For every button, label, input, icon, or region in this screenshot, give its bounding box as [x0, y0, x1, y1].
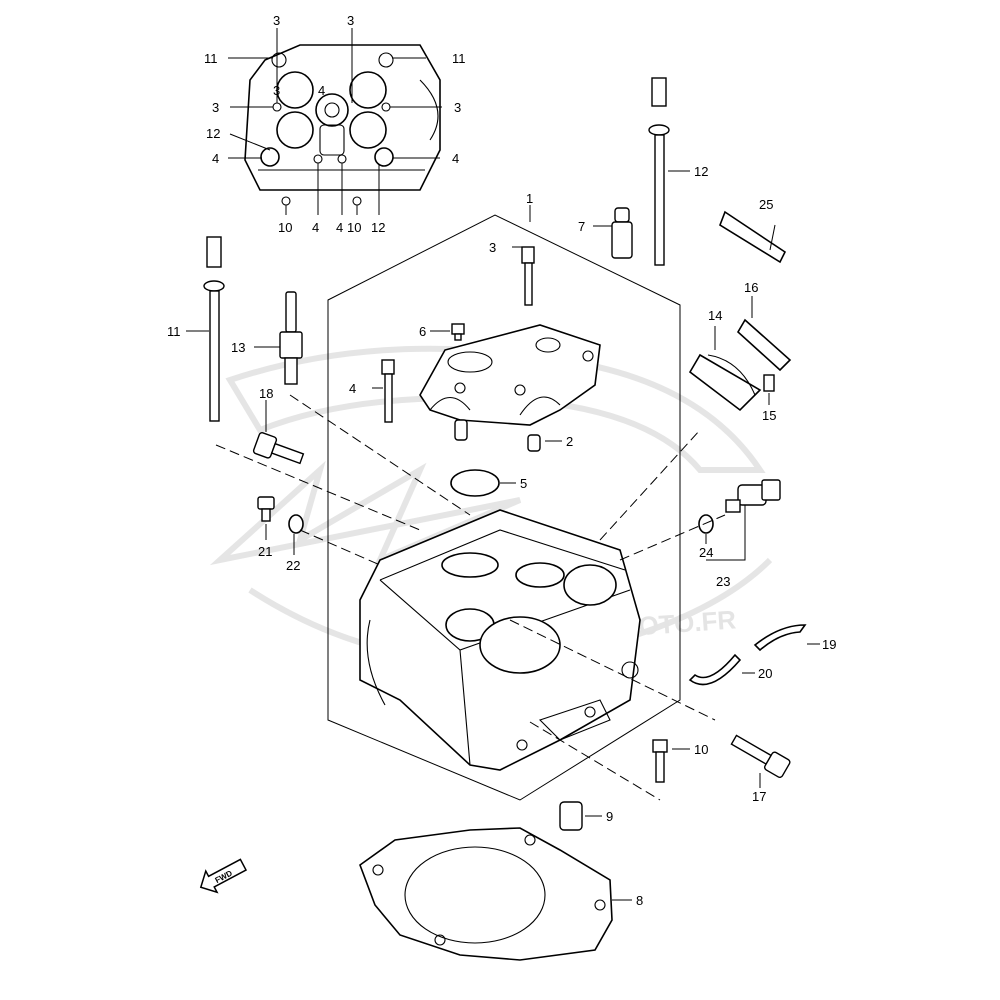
- stud-part-12: [648, 77, 670, 266]
- bracket-part-25: [719, 210, 787, 264]
- part-label-25: 25: [759, 197, 773, 212]
- part-label-7: 7: [578, 219, 585, 234]
- inset-valve-pockets: [260, 52, 394, 206]
- part-label-15: 15: [762, 408, 776, 423]
- bolt-part-6: [451, 323, 465, 341]
- inset-label: 4: [312, 220, 319, 235]
- part-label-13: 13: [231, 340, 245, 355]
- cylinder-head: [359, 509, 641, 771]
- part-label-22: 22: [286, 558, 300, 573]
- gasket-part-8: [359, 827, 613, 961]
- part-label-23: 23: [716, 574, 730, 589]
- spark-plug-part-13: [279, 291, 303, 385]
- screw-part-15: [763, 374, 775, 392]
- bolt-part-4: [381, 359, 395, 423]
- intake-pipe-part-14: [688, 353, 762, 412]
- inset-label: 4: [318, 83, 325, 98]
- dowel-holder: [454, 419, 468, 441]
- inset-top-view: 11 3 3 11 3 3 3 12 4 4 4 4 10 10 4 12: [204, 13, 466, 235]
- inset-label: 3: [454, 100, 461, 115]
- part-label-17: 17: [752, 789, 766, 804]
- dowel-part-9: [559, 801, 583, 831]
- part-label-19: 19: [822, 637, 836, 652]
- shim-part-19: [753, 624, 807, 652]
- arrow-fwd-icon: [199, 858, 248, 894]
- group-outline: [327, 214, 681, 801]
- part-label-14: 14: [708, 308, 722, 323]
- part-label-10: 10: [694, 742, 708, 757]
- part-label-18: 18: [259, 386, 273, 401]
- dowel-part-2: [527, 434, 541, 452]
- inset-leader-lines: [228, 28, 442, 215]
- part-label-16: 16: [744, 280, 758, 295]
- part-label-12: 12: [694, 164, 708, 179]
- o-ring-part-5: [450, 469, 500, 497]
- stud-part-11: [203, 236, 225, 422]
- inset-label: 3: [273, 83, 280, 98]
- part-label-8: 8: [636, 893, 643, 908]
- inset-label: 3: [273, 13, 280, 28]
- leader-lines: [186, 170, 820, 901]
- inset-label: 10: [278, 220, 292, 235]
- camshaft-holder: [419, 324, 601, 426]
- inset-label: 4: [452, 151, 459, 166]
- inset-label: 11: [452, 51, 466, 66]
- sensor-part-23: [725, 479, 781, 513]
- part-label-5: 5: [520, 476, 527, 491]
- washer-part-24: [698, 514, 714, 534]
- bolt-part-10: [652, 739, 668, 783]
- bolt-part-17: [730, 734, 791, 779]
- part-label-24: 24: [699, 545, 713, 560]
- inset-label: 3: [347, 13, 354, 28]
- part-label-21: 21: [258, 544, 272, 559]
- part-label-1: 1: [526, 191, 533, 206]
- inset-label: 3: [212, 100, 219, 115]
- inset-label: 12: [371, 220, 385, 235]
- inset-label: 12: [206, 126, 220, 141]
- washer-part-22: [288, 514, 304, 534]
- fwd-arrow: FWD: [199, 858, 248, 894]
- part-7: [611, 207, 633, 259]
- bolt-part-21: [257, 496, 275, 522]
- part-label-4: 4: [349, 381, 356, 396]
- part-label-9: 9: [606, 809, 613, 824]
- clamp-part-16: [736, 318, 792, 372]
- bolt-part-3: [521, 246, 535, 306]
- part-label-20: 20: [758, 666, 772, 681]
- inset-label: 4: [212, 151, 219, 166]
- part-label-6: 6: [419, 324, 426, 339]
- inset-label: 10: [347, 220, 361, 235]
- part-label-11: 11: [167, 324, 181, 339]
- shim-part-20: [688, 653, 742, 686]
- part-label-2: 2: [566, 434, 573, 449]
- inset-label: 11: [204, 51, 218, 66]
- inset-label: 4: [336, 220, 343, 235]
- part-label-3: 3: [489, 240, 496, 255]
- bolt-part-18: [252, 432, 305, 465]
